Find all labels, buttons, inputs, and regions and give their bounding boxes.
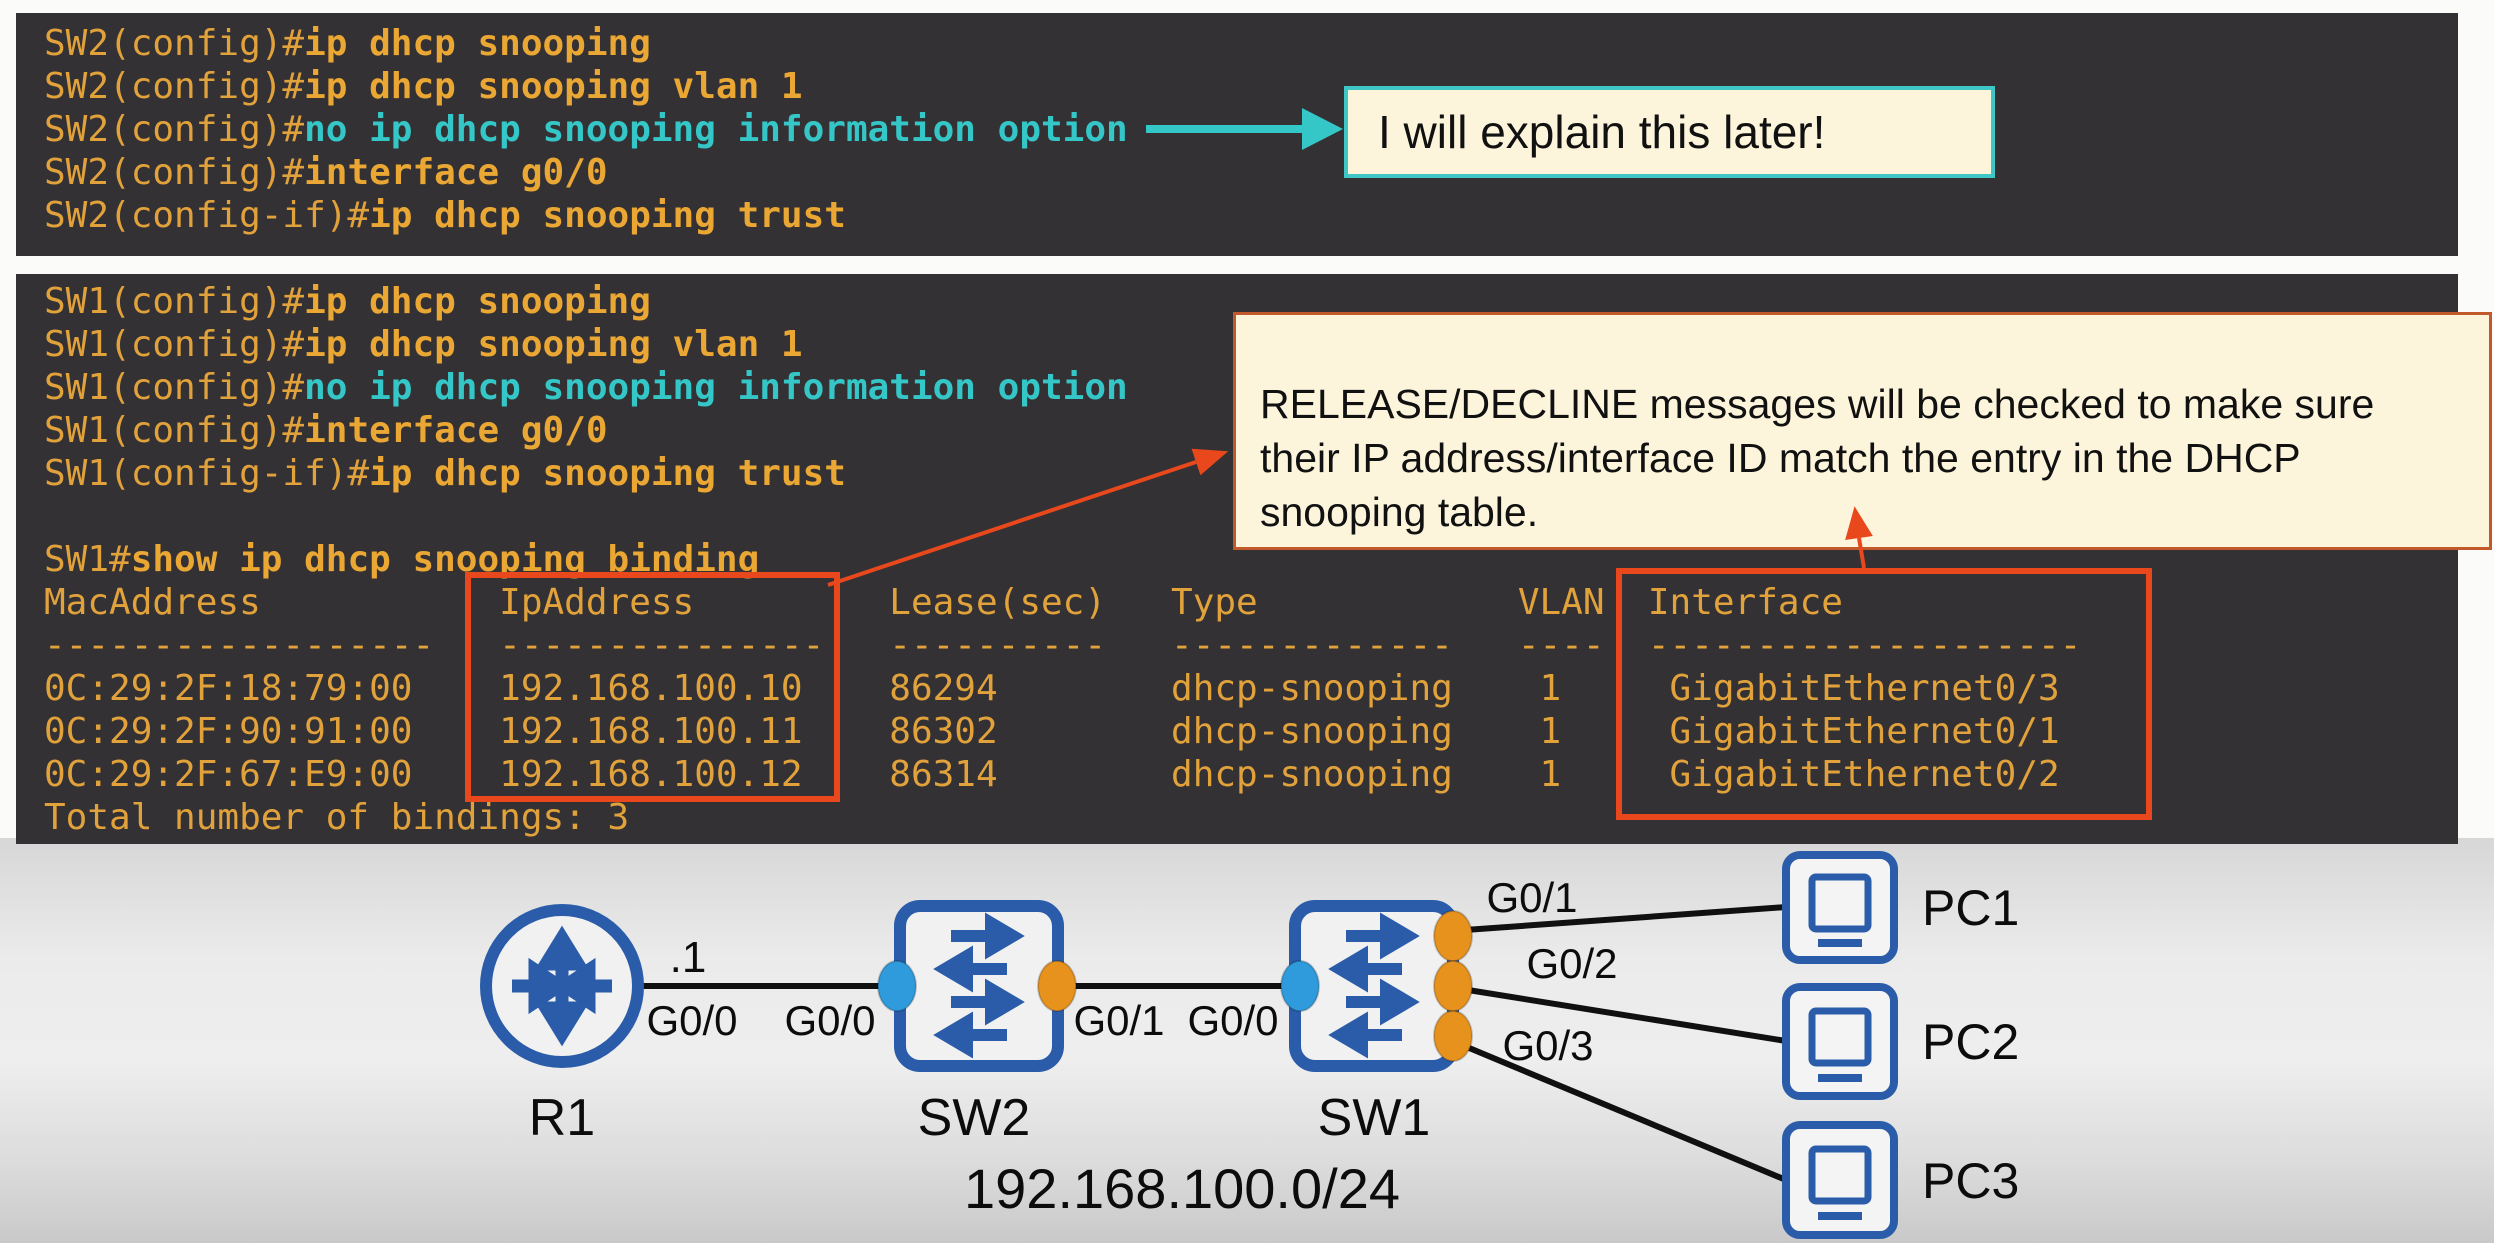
callout-release-decline-text: RELEASE/DECLINE messages will be checked… [1260, 381, 2375, 535]
terminal-line: SW1(config)#no ip dhcp snooping informat… [44, 367, 1128, 408]
terminal-line: ------------------ --------------- -----… [44, 625, 2082, 666]
terminal-line: SW2(config)#ip dhcp snooping vlan 1 [44, 66, 803, 107]
links [638, 904, 1788, 1183]
label-sw1-g01: G0/1 [1486, 874, 1577, 921]
label-sw2-g01: G0/1 [1073, 997, 1164, 1044]
terminal-line: SW2(config)#no ip dhcp snooping informat… [44, 109, 1128, 150]
label-r1-g00: G0/0 [646, 997, 737, 1044]
label-sw1-g02: G0/2 [1526, 940, 1617, 987]
highlight-box-interface-column [1616, 568, 2152, 820]
label-pc3: PC3 [1922, 1153, 2019, 1209]
terminal-line: SW1(config-if)#ip dhcp snooping trust [44, 453, 846, 494]
label-sw1-g00: G0/0 [1187, 997, 1278, 1044]
label-r1: R1 [529, 1089, 595, 1147]
pc3-icon [1782, 1121, 1898, 1239]
terminal-line: 0C:29:2F:67:E9:00 192.168.100.12 86314 d… [44, 754, 2060, 795]
terminal-line: SW1(config)#interface g0/0 [44, 410, 608, 451]
link-sw1-pc3 [1460, 1042, 1788, 1183]
terminal-line: SW1(config)#ip dhcp snooping [44, 281, 651, 322]
switch-sw1-icon [1289, 900, 1459, 1072]
label-sw1-g03: G0/3 [1502, 1022, 1593, 1069]
terminal-line: SW2(config)#interface g0/0 [44, 152, 608, 193]
terminal-line: SW1(config)#ip dhcp snooping vlan 1 [44, 324, 803, 365]
label-subnet: 192.168.100.0/24 [964, 1157, 1400, 1220]
label-pc1: PC1 [1922, 880, 2019, 936]
untrusted-port-dot-sw1-g03 [1433, 1010, 1473, 1062]
label-sw2-g00: G0/0 [784, 997, 875, 1044]
label-sw1: SW1 [1318, 1089, 1431, 1147]
terminal-line: 0C:29:2F:90:91:00 192.168.100.11 86302 d… [44, 711, 2060, 752]
callout-explain-later: I will explain this later! [1344, 86, 1995, 178]
label-sw2: SW2 [918, 1089, 1031, 1147]
terminal-line: 0C:29:2F:18:79:00 192.168.100.10 86294 d… [44, 668, 2060, 709]
label-pc2: PC2 [1922, 1014, 2019, 1070]
callout-release-decline: RELEASE/DECLINE messages will be checked… [1233, 312, 2492, 550]
terminal-line: SW2(config)#ip dhcp snooping [44, 23, 651, 64]
trusted-port-dot-sw1-g00 [1280, 960, 1320, 1012]
pc2-icon [1782, 983, 1898, 1100]
link-sw1-pc1 [1464, 904, 1787, 933]
trusted-port-dot-sw2-g00 [877, 960, 917, 1012]
link-sw1-pc2 [1467, 987, 1787, 1044]
untrusted-port-dot-sw1-g01 [1433, 910, 1473, 962]
terminal-line: Total number of bindings: 3 [44, 797, 630, 838]
router-r1-icon [480, 904, 644, 1068]
highlight-box-ipaddress-column [465, 572, 840, 802]
pc1-icon [1782, 851, 1898, 964]
terminal-line: SW2(config-if)#ip dhcp snooping trust [44, 195, 846, 236]
untrusted-port-dot-sw1-g02 [1433, 960, 1473, 1012]
label-r1-ip-octet: .1 [670, 933, 707, 982]
terminal-line: MacAddress IpAddress Lease(sec) Type VLA… [44, 582, 1843, 623]
untrusted-port-dot-sw2-g01 [1037, 960, 1077, 1012]
callout-explain-later-text: I will explain this later! [1378, 106, 1826, 158]
network-diagram: .1 G0/0 G0/0 G0/1 G0/0 G0/1 G0/2 G0/3 R1… [0, 838, 2494, 1243]
switch-sw2-icon [894, 900, 1064, 1072]
